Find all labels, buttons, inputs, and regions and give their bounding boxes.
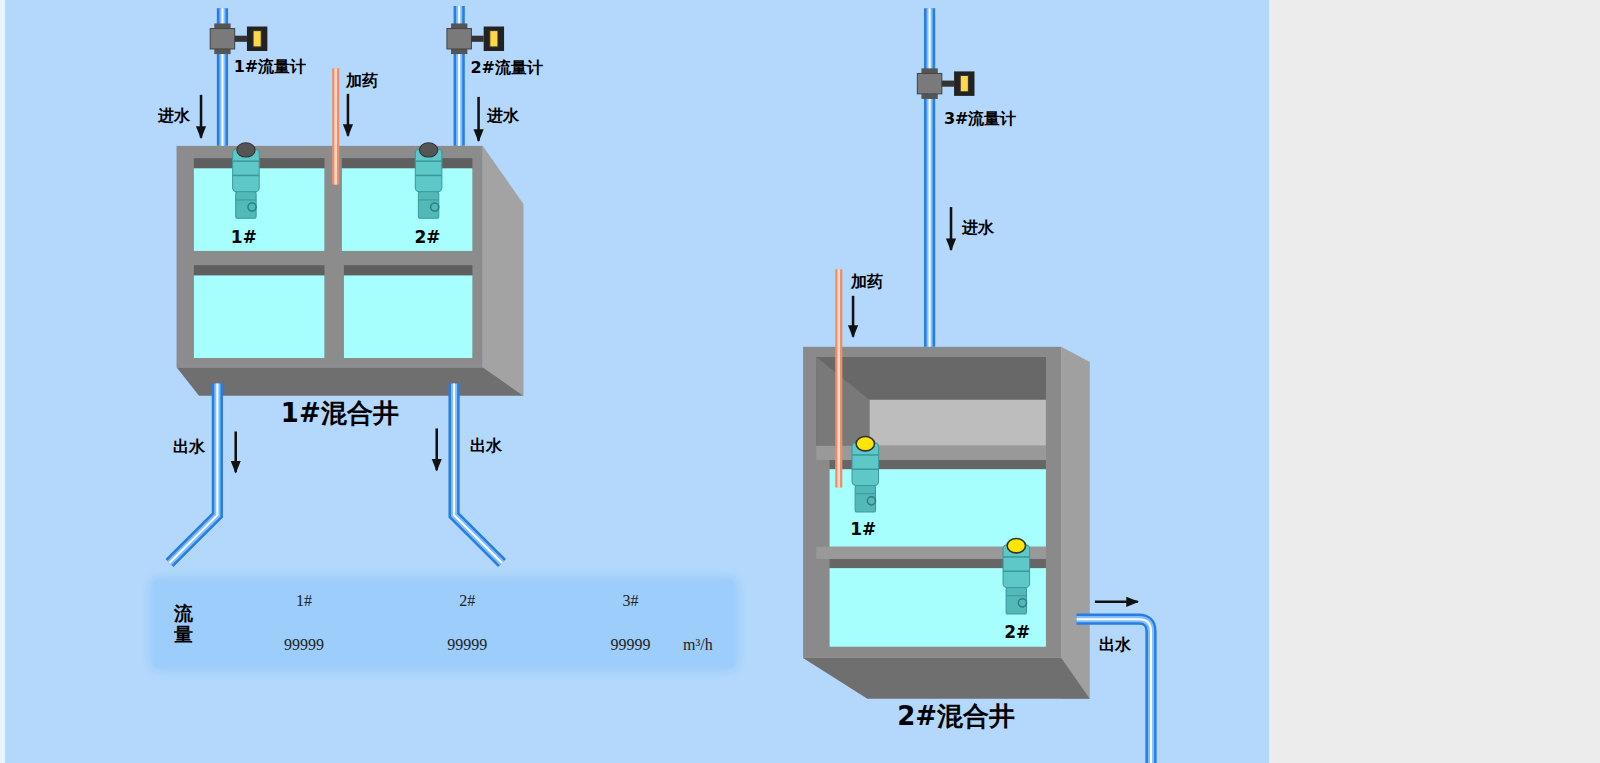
pipe xyxy=(454,384,502,564)
mixing-well-2 xyxy=(803,347,1090,699)
water-cell xyxy=(342,168,473,251)
table-unit: m³/h xyxy=(683,635,713,654)
pipe xyxy=(929,8,931,347)
pipe-label: 出水 xyxy=(470,436,502,455)
mixer-cap xyxy=(1007,539,1025,553)
pipe-label: 进水 xyxy=(487,107,519,126)
pipe xyxy=(924,8,935,347)
mixing-well-1 xyxy=(177,146,524,396)
table-value: 99999 xyxy=(284,635,324,654)
cell-shade xyxy=(194,265,325,358)
mixer-label: 2# xyxy=(414,226,440,246)
compartment: 2# xyxy=(830,568,1046,647)
mixer-label: 1# xyxy=(850,519,876,539)
flow-arrow xyxy=(852,296,855,337)
cell-shade xyxy=(344,265,473,358)
compartment: 1# xyxy=(194,166,325,251)
pipe-label: 1#流量计 xyxy=(234,58,307,77)
compartment: 1# xyxy=(830,469,1046,547)
mixer-cap xyxy=(419,143,437,157)
mixer-body xyxy=(415,149,442,218)
water-cell xyxy=(344,275,473,358)
well-side xyxy=(483,146,524,396)
pipe-label: 2#流量计 xyxy=(470,59,543,78)
chamber-wall xyxy=(816,357,869,446)
cell-shade xyxy=(342,158,473,251)
table-heading: 流量 xyxy=(174,603,193,645)
well-frame xyxy=(177,146,483,367)
pipe xyxy=(169,384,217,564)
pipe xyxy=(1077,619,1151,763)
flowmeter-symbol xyxy=(917,68,974,99)
flowmeter-symbol xyxy=(210,23,267,54)
mixer-body xyxy=(233,149,260,218)
well-side xyxy=(1061,347,1090,699)
flow-arrow xyxy=(234,431,237,472)
mixer-symbol xyxy=(1003,539,1030,614)
pipe xyxy=(1077,619,1151,763)
pipe-label: 出水 xyxy=(1099,635,1131,654)
compartment: 2# xyxy=(342,166,473,251)
panel-ground xyxy=(0,0,1269,763)
divider xyxy=(816,446,1046,460)
pipe xyxy=(454,384,502,564)
side-ground xyxy=(1269,0,1600,763)
mixer-cap xyxy=(856,437,874,451)
table-header: 1# xyxy=(296,591,312,610)
pipe xyxy=(1077,619,1151,763)
mixer-body xyxy=(1003,545,1030,614)
flow-arrow xyxy=(200,95,203,138)
pipe-label: 进水 xyxy=(158,107,190,126)
dosing-pipe xyxy=(332,68,339,184)
pipe-label: 加药 xyxy=(851,272,883,291)
dosing-pipes xyxy=(336,68,839,487)
table-header: 2# xyxy=(459,591,475,610)
mixer-cap xyxy=(237,143,255,157)
mixer-body xyxy=(852,443,879,512)
table-value: 99999 xyxy=(611,635,651,654)
flow-arrows xyxy=(201,94,1138,602)
well-bottom xyxy=(177,367,524,396)
pipe-label: 出水 xyxy=(173,437,205,456)
empty-chamber xyxy=(816,357,1046,446)
pipe xyxy=(169,384,217,564)
dosing-pipe xyxy=(838,269,841,487)
pipe-label: 加药 xyxy=(346,71,378,90)
mixer-label: 1# xyxy=(231,226,257,246)
chamber-floor xyxy=(869,400,1046,446)
pipe-label: 3#流量计 xyxy=(944,110,1017,129)
mixer-label: 2# xyxy=(1004,622,1030,642)
dosing-pipe xyxy=(835,269,842,487)
flow-table: 流量 1# 2# 3# 99999 99999 99999 m³/h xyxy=(153,580,735,668)
water-cell xyxy=(194,275,325,358)
table-value: 99999 xyxy=(447,635,487,654)
pipe xyxy=(927,8,933,347)
mixing-well: 1# 2# 1#混合井 xyxy=(177,143,529,434)
mixer-symbol xyxy=(415,143,442,218)
pipe xyxy=(454,384,502,564)
mixer-symbol xyxy=(852,437,879,512)
well-bottom xyxy=(803,658,1090,699)
table-header: 3# xyxy=(623,591,639,610)
flow-arrow xyxy=(435,428,438,470)
edge-strip xyxy=(0,0,5,763)
pipe-label: 进水 xyxy=(962,219,994,238)
well-title: 1#混合井 xyxy=(281,399,399,430)
flowmeter-symbol xyxy=(447,23,504,54)
dosing-pipe xyxy=(334,68,337,184)
mixing-well: 1# 2# 2#混合井 xyxy=(801,345,1092,738)
pipe xyxy=(169,384,217,564)
well-title: 2#混合井 xyxy=(897,701,1015,732)
flow-arrow xyxy=(477,97,480,141)
flow-arrow xyxy=(950,207,953,250)
flow-arrow xyxy=(1095,601,1138,604)
mixer-symbol xyxy=(233,143,260,218)
flow-arrow xyxy=(347,94,350,136)
